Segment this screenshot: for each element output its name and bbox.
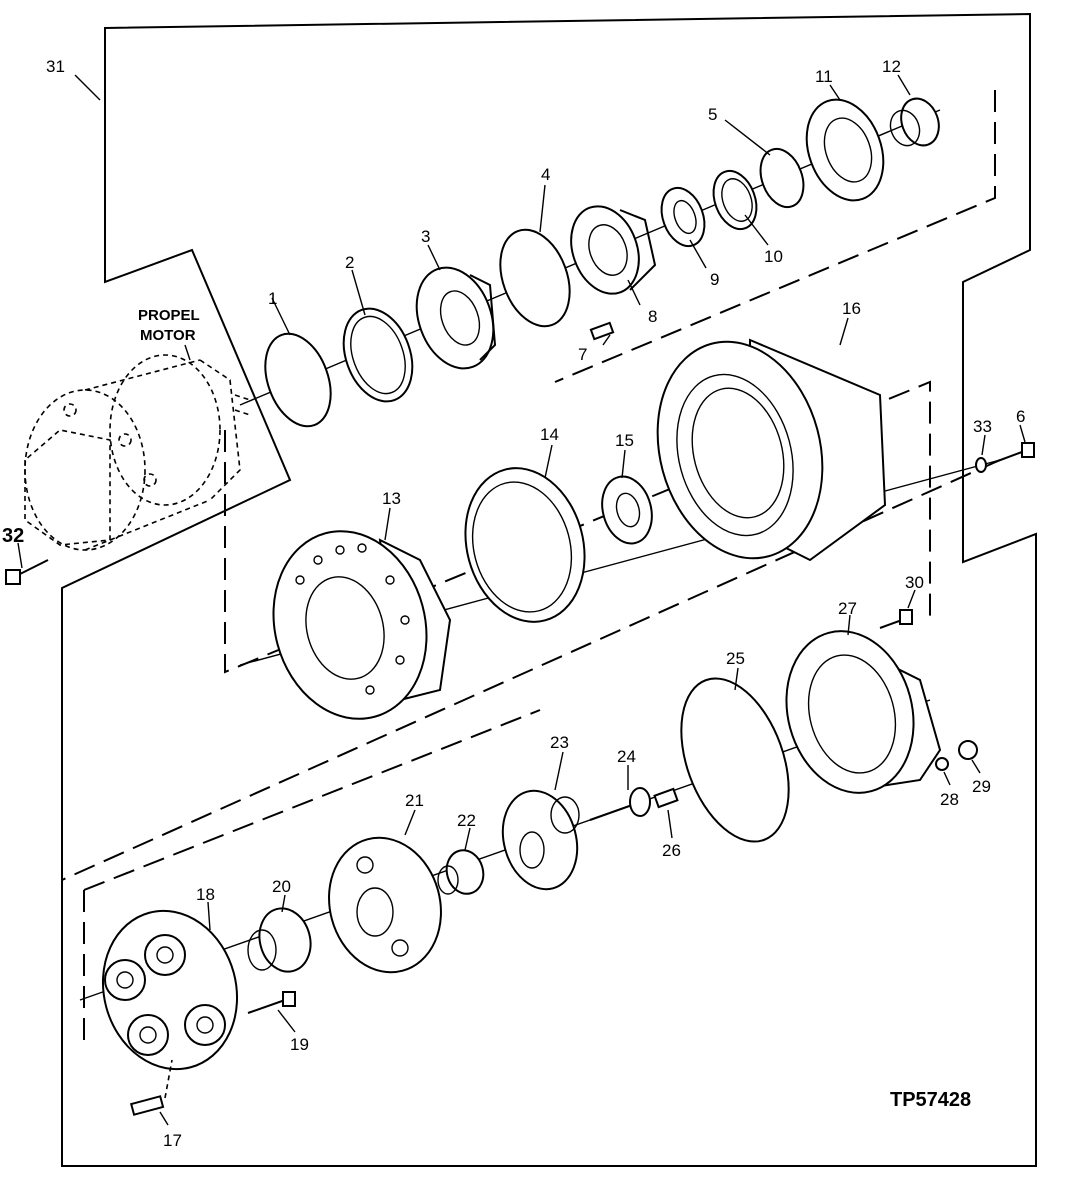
callout-32: 32 (2, 525, 24, 547)
callout-28: 28 (940, 790, 959, 809)
callout-7: 7 (578, 345, 587, 364)
callout-17: 17 (163, 1131, 182, 1150)
group-upper-enclosure (554, 90, 996, 383)
part-19-bolt (247, 991, 296, 1014)
callout-19: 19 (290, 1035, 309, 1054)
part-30-bolt (879, 609, 913, 629)
callout-24: 24 (617, 747, 636, 766)
callout-18: 18 (196, 885, 215, 904)
part-23-carrier (501, 789, 580, 891)
callout-21: 21 (405, 791, 424, 810)
part-29-plug (958, 740, 978, 760)
callout-16: 16 (842, 299, 861, 318)
callout-30: 30 (905, 573, 924, 592)
callout-5: 5 (708, 105, 717, 124)
leader-lines (17, 74, 1026, 1126)
part-8-bearing (570, 205, 657, 295)
part-22-gear (437, 849, 485, 895)
part-33-washer (975, 457, 987, 473)
callout-23: 23 (550, 733, 569, 752)
part-15-thrust-washer (601, 475, 653, 545)
part-16-housing (656, 338, 887, 562)
callout-22: 22 (457, 811, 476, 830)
part-26-plug (653, 787, 679, 809)
callout-2: 2 (345, 253, 354, 272)
callout-20: 20 (272, 877, 291, 896)
part-27-ring-gear (785, 630, 942, 794)
part-17-pin (129, 1059, 173, 1116)
part-24-sun-shaft (589, 787, 651, 821)
part-1-oring (264, 332, 332, 428)
part-6-bolt (994, 442, 1035, 463)
callout-12: 12 (882, 57, 901, 76)
part-21-carrier (328, 836, 442, 974)
motor-label-line1: PROPEL (138, 307, 200, 324)
part-11-bearing (805, 98, 885, 202)
callout-9: 9 (710, 270, 719, 289)
figure-id: TP57428 (890, 1089, 971, 1111)
motor-label-line2: MOTOR (140, 327, 196, 344)
callout-11: 11 (815, 67, 833, 86)
callout-13: 13 (382, 489, 401, 508)
callout-4: 4 (541, 165, 550, 184)
part-28-washer (935, 757, 949, 771)
part-10-ring (712, 169, 758, 231)
part-3-seal (415, 266, 497, 370)
callout-8: 8 (648, 307, 657, 326)
part-5-oring (759, 147, 805, 209)
callout-1: 1 (268, 289, 277, 308)
part-14-bearing-ring (464, 467, 586, 623)
callout-31: 31 (46, 57, 65, 76)
part-13-hub (272, 530, 452, 720)
part-2-snap-ring (342, 307, 414, 403)
propel-motor (24, 354, 251, 551)
callout-33: 33 (973, 417, 992, 436)
part-18-planet-carrier (101, 909, 239, 1071)
callout-29: 29 (972, 777, 991, 796)
part-4-oring (499, 228, 571, 328)
callout-26: 26 (662, 841, 681, 860)
callout-10: 10 (764, 247, 783, 266)
assembly-boundary (61, 12, 1037, 1167)
part-12-gear (889, 97, 940, 147)
part-32-bolt (5, 559, 49, 585)
callout-27: 27 (838, 599, 857, 618)
part-25-oring (680, 677, 790, 843)
callout-14: 14 (540, 425, 559, 444)
callout-3: 3 (421, 227, 430, 246)
callout-6: 6 (1016, 407, 1025, 426)
callout-25: 25 (726, 649, 745, 668)
part-9-thrust-washer (660, 186, 706, 248)
part-7-plug (589, 321, 615, 341)
callout-15: 15 (615, 431, 634, 450)
part-20-gear (247, 907, 312, 973)
